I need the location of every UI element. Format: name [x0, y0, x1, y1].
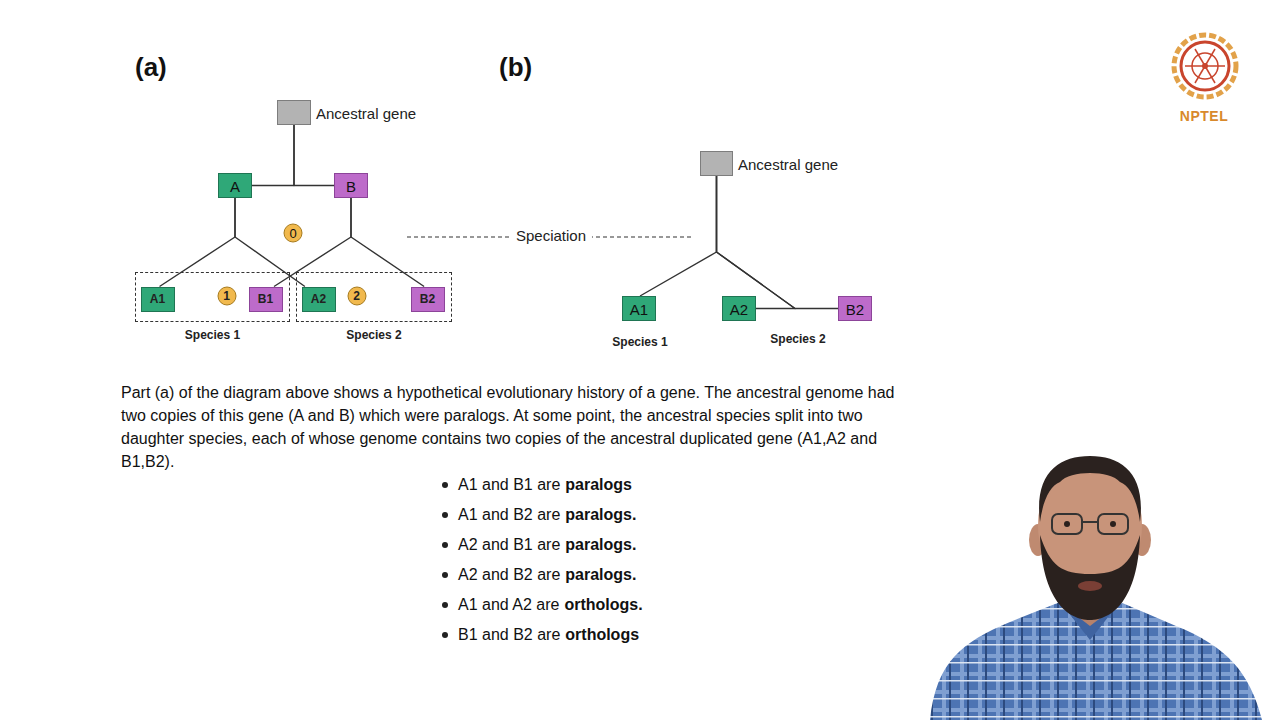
logo-ring: [1181, 42, 1229, 90]
statement-text: A2 and B2 are: [458, 565, 560, 584]
presenter-beard: [1040, 535, 1140, 620]
species-group-box: Species 2A22B2: [296, 272, 452, 322]
presenter: [930, 456, 1262, 720]
caption-text: Part (a) of the diagram above shows a hy…: [121, 381, 916, 473]
presenter-glasses: [1052, 514, 1082, 534]
logo-ring: [1174, 35, 1236, 97]
lineage-line: [294, 125, 334, 186]
bullet-dot: [442, 632, 448, 638]
gene-box: B1: [249, 287, 283, 312]
gene-label: A2: [730, 301, 748, 316]
presenter-glasses: [1098, 514, 1128, 534]
species-label: Species 2: [770, 332, 825, 346]
callout-circle-outline: [284, 224, 302, 242]
relation-term: paralogs.: [565, 535, 636, 554]
gene-box: A1: [141, 287, 175, 312]
lineage-line: [351, 198, 424, 287]
gene-label: B: [346, 178, 356, 193]
logo-spoke: [1195, 49, 1215, 83]
gene-box: B2: [411, 287, 445, 312]
gene-label: A1: [150, 293, 165, 305]
relation-term: paralogs: [565, 475, 632, 494]
lineage-line: [252, 125, 294, 186]
panel-label: (b): [499, 52, 532, 83]
species-label: Species 2: [346, 329, 401, 341]
gene-label: A2: [311, 293, 326, 305]
callout-number: 2: [353, 290, 360, 302]
statement-text: A2 and B1 are: [458, 535, 560, 554]
bullet-dot: [442, 572, 448, 578]
lineage-line: [274, 198, 351, 287]
statement-text: A1 and A2 are: [458, 595, 559, 614]
statement-text: A1 and B2 are: [458, 505, 560, 524]
gene-box: B2: [838, 296, 872, 321]
logo-emblem: [1174, 35, 1236, 97]
statement-text: A1 and B1 are: [458, 475, 560, 494]
relation-term: paralogs.: [565, 505, 636, 524]
relation-term: orthologs.: [564, 595, 642, 614]
callout-circle: 0: [283, 223, 303, 243]
gene-box: A2: [302, 287, 336, 312]
presenter-eye: [1064, 521, 1070, 527]
relation-term: paralogs.: [565, 565, 636, 584]
bullet-dot: [442, 512, 448, 518]
relation-term: orthologs: [565, 625, 639, 644]
gene-box: B: [334, 173, 368, 198]
presenter-mouth: [1078, 581, 1102, 591]
gene-label: A1: [630, 301, 648, 316]
bullet-dot: [442, 602, 448, 608]
gene-label: B2: [846, 301, 864, 316]
species-label: Species 1: [185, 329, 240, 341]
lineage-line: [717, 176, 796, 309]
event-label: Speciation: [510, 227, 592, 245]
callout-circle: 2: [347, 286, 367, 306]
callout-circle-outline: [348, 287, 366, 305]
gene-box: A2: [722, 296, 756, 321]
gene-label: Ancestral gene: [316, 105, 416, 120]
species-group-box: Species 1A11B1: [135, 272, 290, 322]
presenter-glasses: [1082, 521, 1098, 523]
gene-box: A1: [622, 296, 656, 321]
presenter-hair: [1039, 456, 1141, 522]
gene-label: Ancestral gene: [738, 156, 838, 171]
callout-circle: 1: [217, 286, 237, 306]
lineage-line: [640, 176, 716, 296]
gene-label: B1: [258, 293, 273, 305]
ancestral-gene-box: Ancestral gene: [277, 100, 311, 125]
callout-number: 0: [289, 227, 296, 240]
gene-box: A: [218, 173, 252, 198]
gene-label: B2: [420, 293, 435, 305]
statement-text: B1 and B2 are: [458, 625, 560, 644]
ancestral-gene-box: Ancestral gene: [700, 151, 733, 176]
logo-center: [1202, 63, 1208, 69]
bullet-dot: [442, 482, 448, 488]
bullet-dot: [442, 542, 448, 548]
callout-circle-outline: [218, 287, 236, 305]
panel-label: (a): [135, 52, 167, 83]
presenter-eye: [1110, 521, 1116, 527]
lineage-line: [717, 176, 839, 309]
lineage-line: [160, 198, 235, 287]
callout-number: 1: [223, 290, 230, 302]
logo-spoke: [1195, 49, 1215, 83]
species-label: Species 1: [612, 335, 667, 349]
logo-text: NPTEL: [1180, 108, 1228, 125]
gene-label: A: [230, 178, 240, 193]
